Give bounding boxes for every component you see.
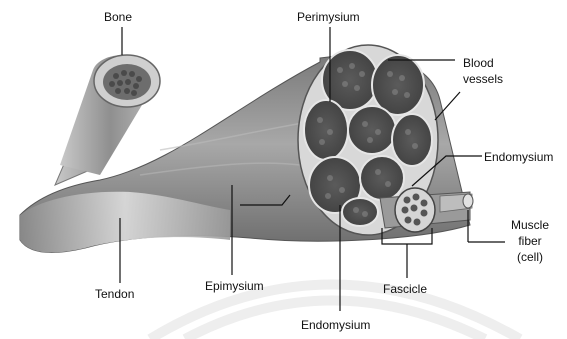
label-endomysium-bottom: Endomysium: [301, 318, 370, 333]
label-muscle-fiber-line3: (cell): [505, 250, 555, 265]
label-blood-vessels-line2: vessels: [463, 72, 503, 87]
label-bone: Bone: [104, 10, 132, 25]
label-endomysium-right: Endomysium: [484, 150, 553, 165]
label-perimysium: Perimysium: [297, 10, 360, 25]
label-muscle-fiber-line1: Muscle: [505, 218, 555, 233]
label-fascicle: Fascicle: [383, 282, 427, 297]
label-blood-vessels-line1: Blood: [463, 56, 494, 71]
label-muscle-fiber-line2: fiber: [505, 234, 555, 249]
label-tendon: Tendon: [95, 287, 134, 302]
label-epimysium: Epimysium: [205, 279, 264, 294]
